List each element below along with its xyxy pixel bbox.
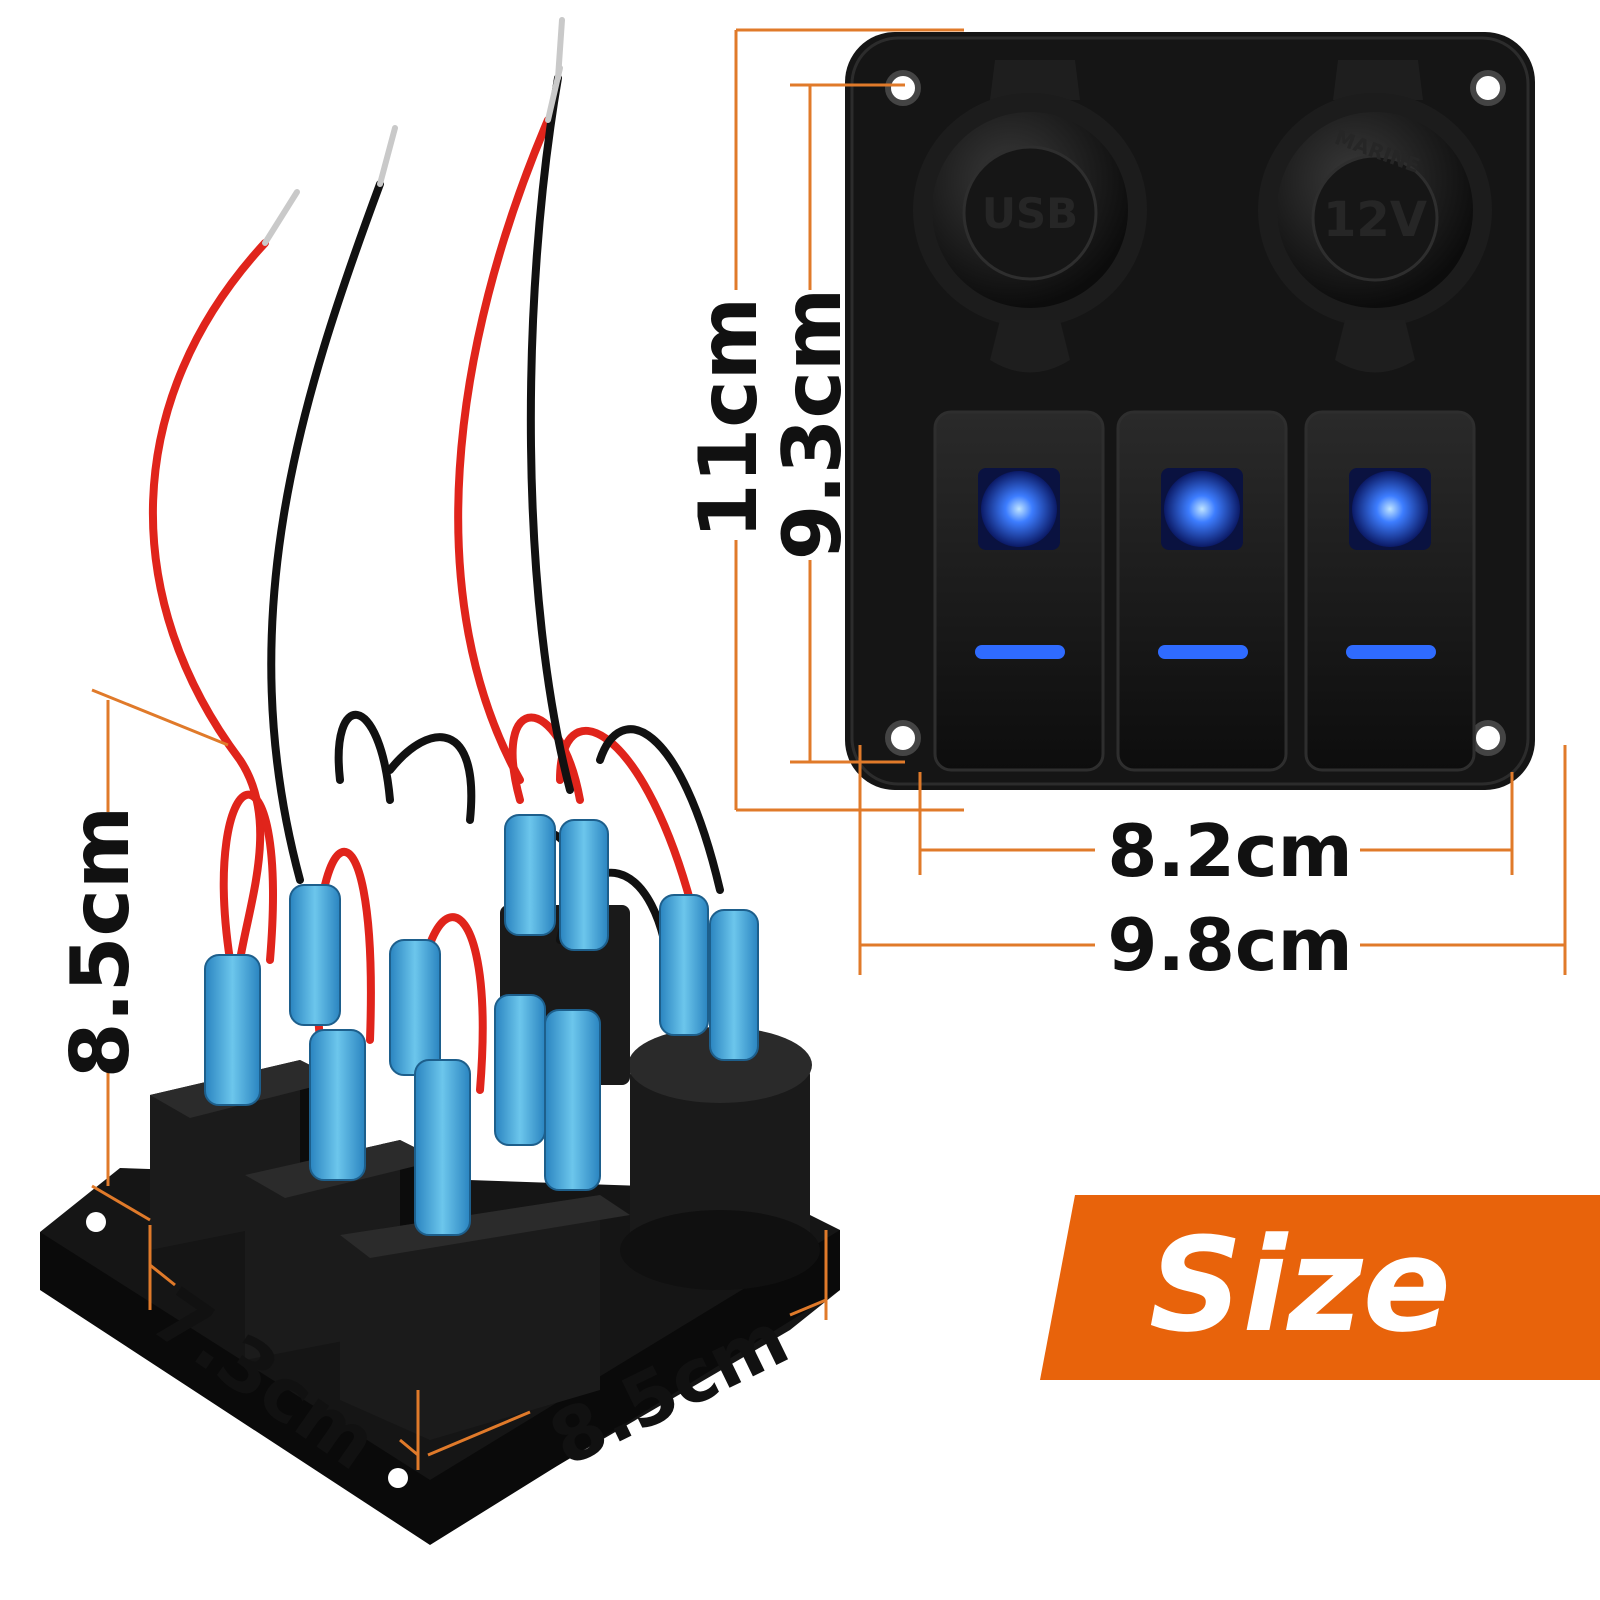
usb-socket-label: USB [982,189,1078,238]
rocker-switch-1[interactable] [933,410,1105,772]
rocker-switch-3[interactable] [1304,410,1476,772]
wire-tips [262,17,565,246]
back-dimension-lines [91,688,828,1470]
size-banner: Size [1040,1195,1600,1380]
size-banner-background [1040,1195,1600,1380]
switch-housing [340,1195,630,1440]
hole-width-label: 8.2cm [1107,809,1352,893]
hole-height-label: 9.3cm [766,288,859,561]
usb-socket: USB [913,60,1147,373]
mount-hole-icon [885,70,921,106]
back-plate-hole [388,1468,408,1488]
mount-hole-icon [885,720,921,756]
black-wires [267,74,724,984]
mount-hole-icon [1470,720,1506,756]
rocker-switch-2[interactable] [1116,410,1288,772]
outer-height-label: 11cm [682,297,775,539]
mount-hole-icon [1470,70,1506,106]
front-dimension-lines [734,28,1567,975]
front-view-panel: USB MARINE 12V [682,28,1567,987]
size-banner-label: Size [1149,1209,1451,1361]
blue-terminals [204,814,759,1236]
12v-socket-label: 12V [1323,192,1427,248]
back-plate-hole [86,1212,106,1232]
12v-socket: MARINE 12V [1258,60,1492,373]
outer-width-label: 9.8cm [1107,903,1352,987]
back-view-panel: 8.5cm 7.3cm 8.5cm [40,17,840,1545]
back-height-label: 8.5cm [54,806,147,1079]
